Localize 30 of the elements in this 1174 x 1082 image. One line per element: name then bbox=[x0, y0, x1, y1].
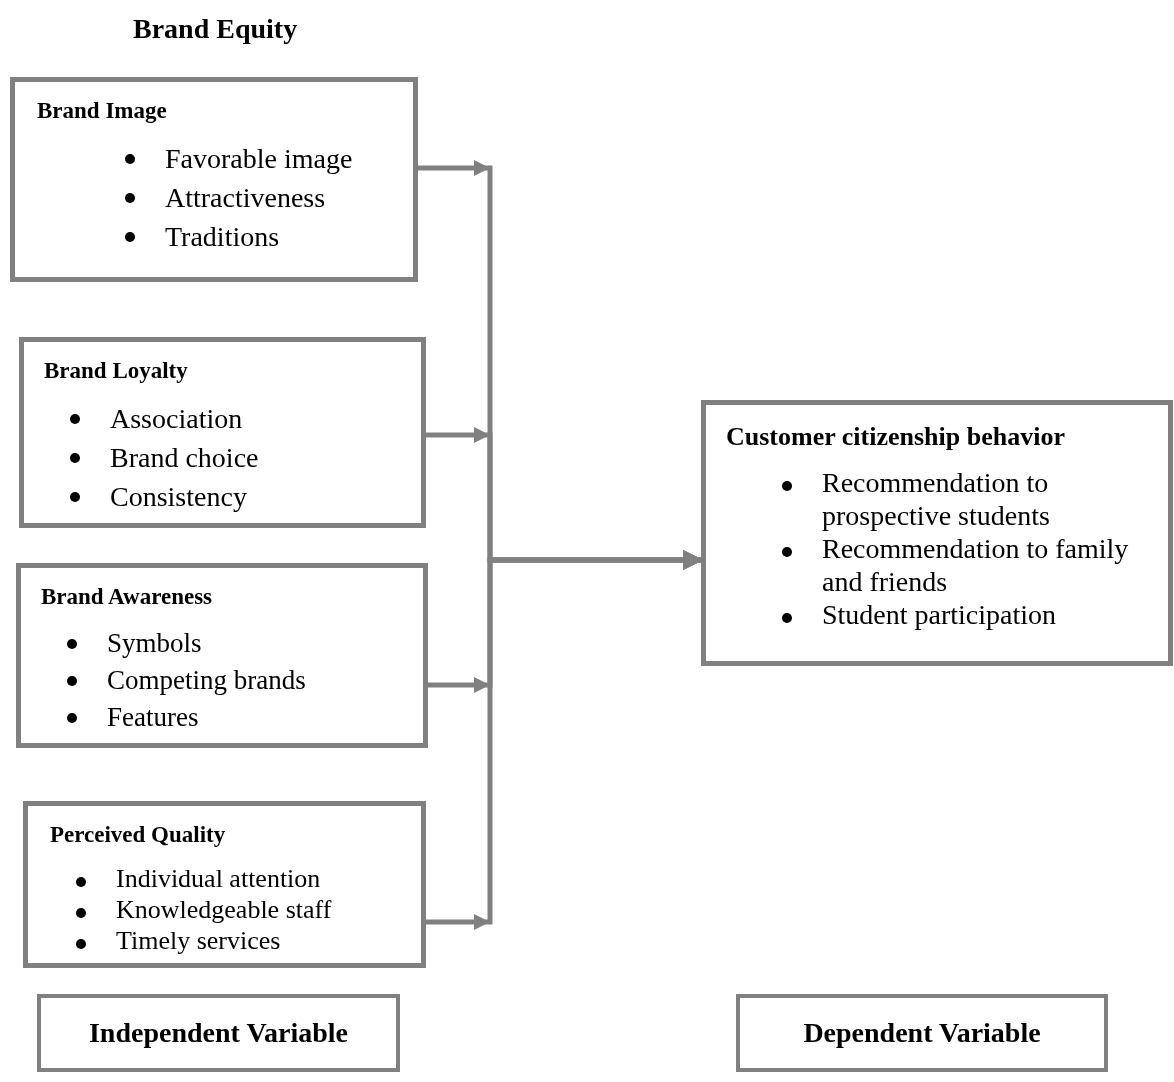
bullet-item: Symbols bbox=[107, 626, 202, 660]
box-heading: Brand Image bbox=[37, 97, 168, 125]
bullet-item: Traditions bbox=[165, 219, 280, 254]
variable-box bbox=[736, 994, 1108, 1072]
bullet-item: Individual attention bbox=[116, 862, 321, 894]
box-heading: Perceived Quality bbox=[50, 821, 227, 849]
bullet-item: Knowledgeable staff bbox=[116, 893, 332, 925]
box-heading: Customer citizenship behavior bbox=[726, 421, 1066, 453]
bullet-item: Student participation bbox=[822, 598, 1057, 631]
variable-box bbox=[23, 801, 426, 968]
box-label: Independent Variable bbox=[88, 1016, 349, 1050]
bullet-item: Brand choice bbox=[110, 440, 259, 475]
variable-box bbox=[19, 337, 426, 528]
box-heading: Brand Awareness bbox=[41, 583, 214, 611]
bullet-item: Recommendation to prospective students bbox=[822, 466, 1051, 532]
bullet-item: Timely services bbox=[116, 924, 281, 956]
bullet-item: Association bbox=[110, 401, 243, 436]
variable-box bbox=[701, 400, 1173, 666]
bullet-item: Consistency bbox=[110, 479, 247, 514]
box-label: Dependent Variable bbox=[803, 1016, 1041, 1050]
variable-box bbox=[10, 77, 418, 282]
bullet-item: Competing brands bbox=[107, 663, 306, 697]
bullet-item: Favorable image bbox=[165, 141, 353, 176]
variable-box bbox=[37, 994, 400, 1072]
box-heading: Brand Loyalty bbox=[44, 357, 189, 385]
diagram-title: Brand Equity bbox=[133, 12, 298, 46]
variable-box bbox=[16, 563, 428, 748]
bullet-item: Recommendation to family and friends bbox=[822, 532, 1130, 598]
bullet-item: Features bbox=[107, 700, 199, 734]
bullet-item: Attractiveness bbox=[165, 180, 326, 215]
